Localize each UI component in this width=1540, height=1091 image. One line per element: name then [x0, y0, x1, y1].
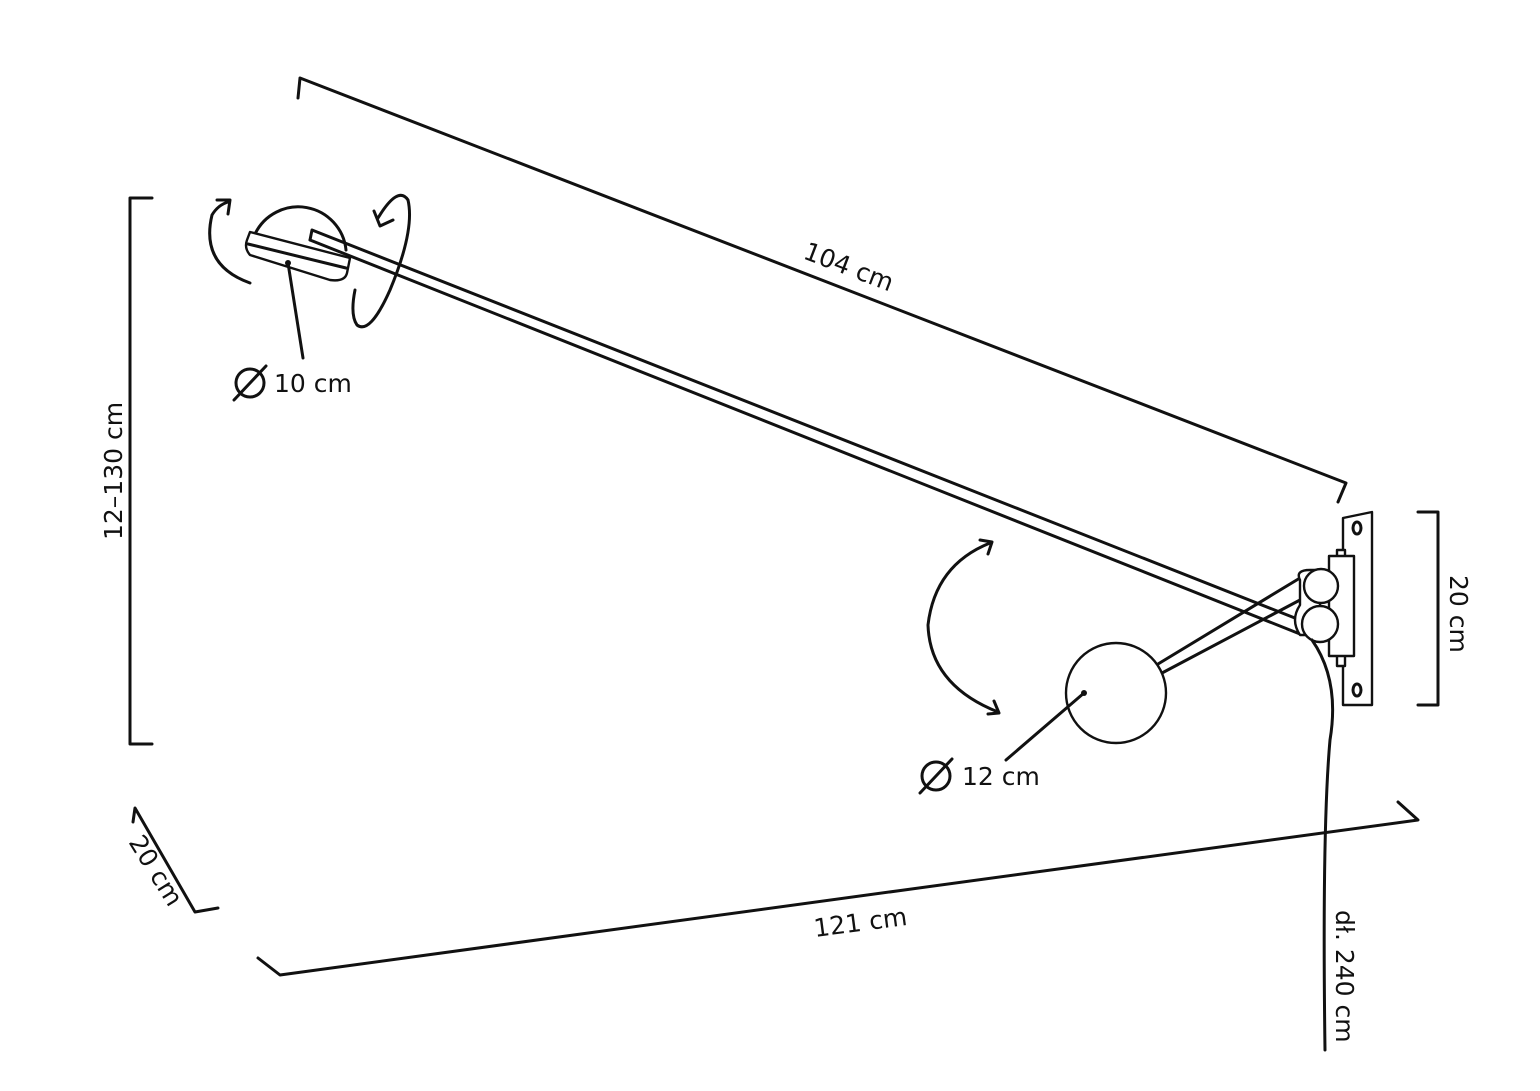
head-diameter-annotation: 10 cm: [232, 261, 352, 402]
ball-diameter-annotation: 12 cm: [918, 691, 1086, 795]
rotate-arrow-icon: [208, 198, 252, 285]
wall-mount: [1293, 510, 1374, 707]
lamp-arm: [308, 228, 1307, 636]
projection-label: 121 cm: [812, 902, 909, 943]
diameter-icon: [232, 364, 268, 402]
power-cable: [1310, 638, 1335, 1052]
mount-depth-label: 20 cm: [123, 830, 189, 911]
head-diameter-label: 10 cm: [274, 369, 352, 398]
arm-length-label: 104 cm: [800, 237, 898, 298]
diameter-icon: [918, 757, 954, 795]
mount-height-dimension: 20 cm: [1416, 510, 1473, 707]
swivel-arrow-icon: [351, 194, 412, 329]
ball-diameter-label: 12 cm: [962, 762, 1040, 791]
cable-length-label: dł. 240 cm: [1330, 910, 1359, 1043]
lamp-head: [244, 205, 352, 282]
projection-dimension: 121 cm: [256, 800, 1420, 977]
height-range-dimension: 12–130 cm: [99, 196, 154, 746]
arm-length-dimension: 104 cm: [296, 76, 1348, 504]
mount-height-label: 20 cm: [1444, 575, 1473, 653]
height-range-label: 12–130 cm: [99, 402, 128, 540]
counterweight-rotate-arrow-icon: [926, 538, 1001, 716]
mount-depth-dimension: 20 cm: [123, 806, 220, 914]
counterweight: [1064, 576, 1302, 745]
